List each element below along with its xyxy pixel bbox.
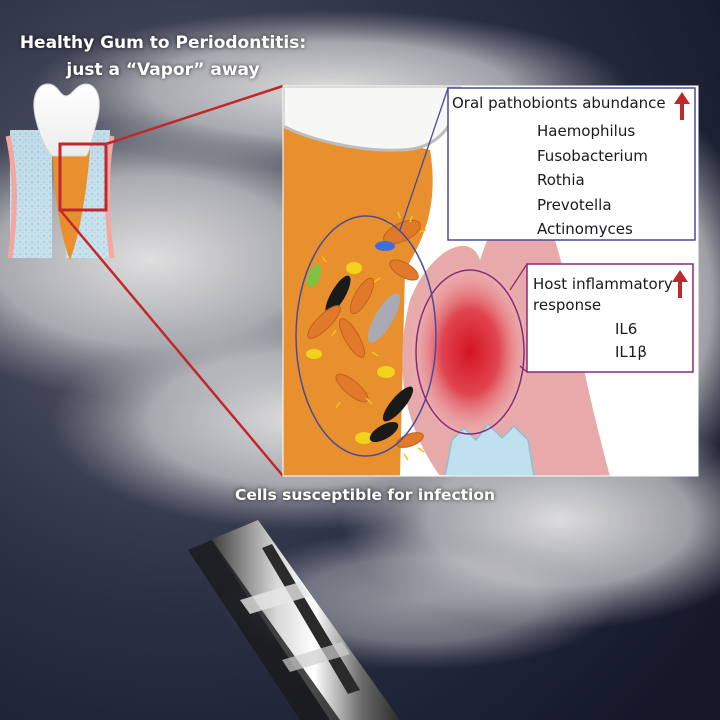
bacteria-icon [335, 373, 369, 403]
bacteria-icon [377, 366, 395, 378]
bacteria-icon [369, 421, 399, 443]
callout-line-top [105, 84, 284, 146]
bone-crest [444, 422, 535, 476]
figure-title: Healthy Gum to Periodontitis: just a “Va… [8, 30, 318, 84]
inflammation-zone [412, 267, 528, 437]
bacteria-icon [307, 264, 321, 288]
bacteria-icon [307, 305, 341, 339]
up-arrow-icon [674, 92, 690, 120]
bacteria-icon [367, 293, 401, 343]
callout-zoom [58, 84, 284, 477]
zoomed-gum-panel [282, 85, 699, 477]
pathobiont-heading: Oral pathobionts abundance [452, 94, 666, 112]
cytokine-item: IL1β [615, 343, 647, 361]
pathobiont-item: Actinomyces [537, 220, 633, 238]
callout-line-bottom [59, 209, 284, 477]
title-line-2: just a “Vapor” away [66, 60, 260, 80]
inflammation-box [526, 263, 694, 373]
bacteria-icon [325, 275, 351, 315]
pathobiont-box [447, 87, 696, 241]
bacteria-icon [355, 432, 373, 444]
inflammation-heading-line-1: Host inflammatory [533, 275, 673, 293]
inflammation-list: IL6 IL1β [615, 318, 685, 364]
inflammation-connector-top [509, 263, 528, 291]
bacteria-icon [346, 262, 362, 274]
bacteria-icon [389, 259, 419, 281]
title-line-1: Healthy Gum to Periodontitis: [19, 33, 307, 53]
infection-site-ellipse [295, 215, 437, 457]
figure-caption: Cells susceptible for infection [234, 486, 496, 504]
pathobiont-list: Haemophilus Fusobacterium Rothia Prevote… [537, 119, 692, 242]
bacteria-icon [396, 432, 424, 448]
pathobiont-item: Fusobacterium [537, 146, 648, 165]
vape-device-icon [188, 520, 400, 720]
up-arrow-icon [672, 270, 688, 298]
bacteria-icon [375, 241, 395, 251]
cytokine-item: IL6 [615, 320, 638, 338]
bacteria-icon [306, 349, 322, 359]
callout-source-box [58, 142, 108, 212]
inflammation-ellipse [415, 269, 525, 435]
pathobiont-item: Haemophilus [537, 122, 636, 140]
pathobiont-item: Prevotella [537, 195, 612, 214]
pathobiont-connector [399, 87, 449, 231]
inflammation-heading-line-2: response [533, 296, 602, 314]
bacteria-icon [382, 386, 414, 422]
inflammation-connector-bottom [519, 365, 528, 373]
pathobiont-item: Rothia [537, 171, 585, 189]
bacteria-icon [349, 277, 375, 315]
inflammation-heading: Host inflammatory response [533, 274, 673, 316]
bacteria-icon [338, 318, 366, 358]
